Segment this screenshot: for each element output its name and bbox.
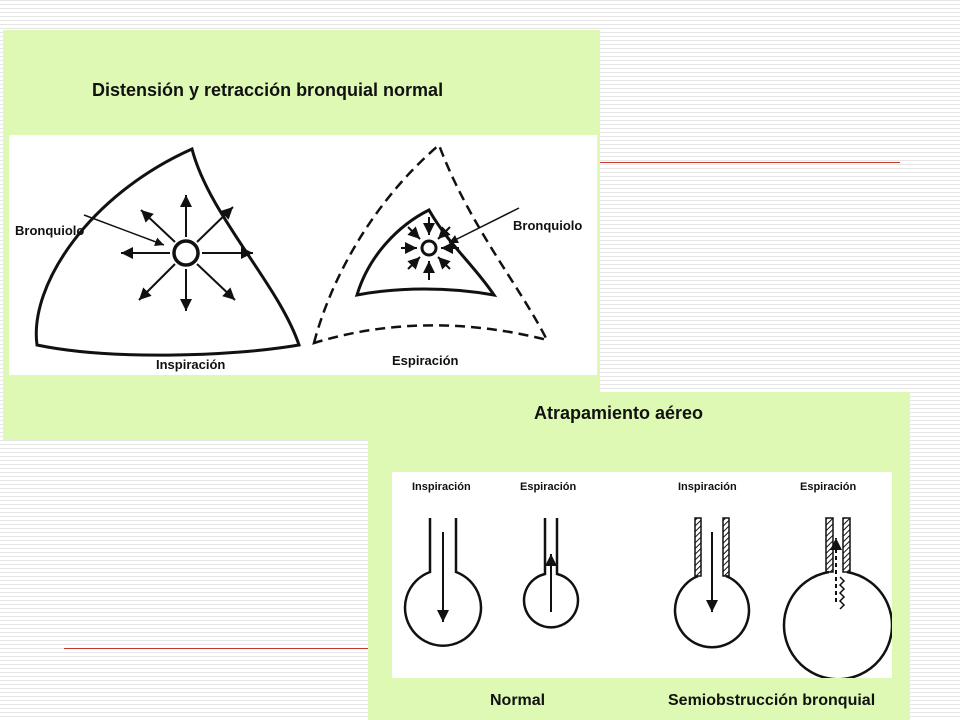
left-pointer (83, 214, 165, 247)
left-bronchiole (172, 239, 200, 267)
accent-rule-top (590, 162, 900, 163)
inspiration-caption: Inspiración (156, 357, 225, 372)
panel-title: Distensión y retracción bronquial normal (92, 80, 444, 100)
right-bronchiole-label: Bronquiolo (513, 218, 582, 233)
expansion-arrows (121, 195, 253, 311)
caption-obstruction: Semiobstrucción bronquial (668, 692, 876, 709)
expiration-caption: Espiración (392, 353, 459, 368)
obstructed-inspiration-alveolus (673, 517, 751, 649)
label-expiration-obstructed: Espiración (800, 481, 857, 493)
obstructed-expiration-alveolus (782, 517, 894, 681)
air-trapping-figure: Inspiración Espiración Inspiración Espir… (392, 472, 894, 681)
panel-normal-distension: Distensión y retracción bronquial normal (3, 30, 600, 440)
caption-normal: Normal (490, 692, 546, 709)
panel-air-trapping: Atrapamiento aéreo Inspiración Espiració… (368, 392, 910, 720)
normal-expiration-alveolus (522, 518, 580, 629)
retraction-arrows (401, 217, 459, 280)
accent-rule-bottom (64, 648, 374, 649)
left-bronchiole-label: Bronquiolo (15, 223, 84, 238)
panel-title: Atrapamiento aéreo (534, 403, 704, 423)
right-bronchiole (420, 239, 438, 257)
right-pointer (448, 207, 520, 244)
air-trapping-diagram: Inspiración Espiración Inspiración Espir… (403, 481, 894, 681)
distension-diagram: Bronquiolo Bronquiolo Inspiración Espira… (15, 142, 582, 372)
expiration-lobe (354, 208, 498, 298)
label-inspiration-obstructed: Inspiración (678, 481, 737, 493)
label-inspiration-normal: Inspiración (412, 481, 471, 493)
normal-inspiration-alveolus (403, 518, 483, 647)
label-expiration-normal: Espiración (520, 481, 577, 493)
distension-figure: Bronquiolo Bronquiolo Inspiración Espira… (9, 135, 597, 375)
expiration-outline (312, 142, 550, 345)
